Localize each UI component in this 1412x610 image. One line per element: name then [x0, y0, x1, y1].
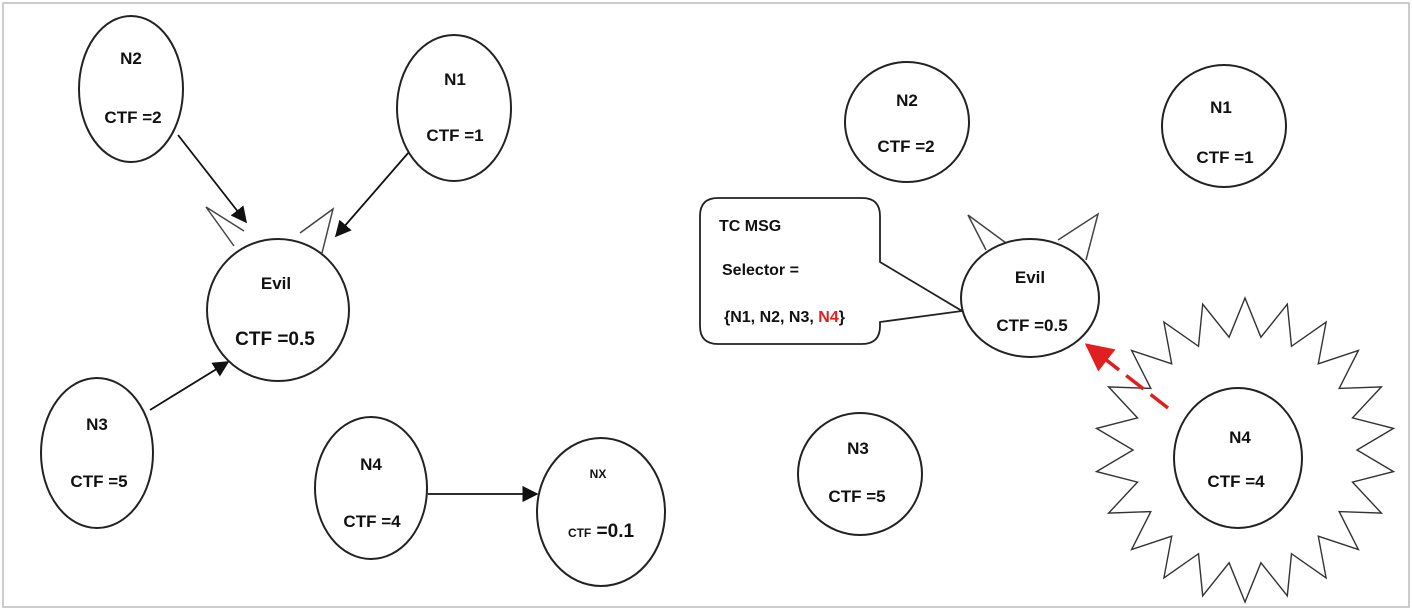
evil-left-horn [205, 206, 245, 247]
callout-title: TC MSG [719, 218, 781, 235]
node-name: N2 [120, 49, 142, 68]
node-circle [396, 34, 512, 182]
node-circle [78, 15, 184, 163]
node-name: Evil [261, 274, 291, 293]
selector-suffix: } [839, 309, 845, 326]
left-panel: N2 CTF =2 N1 CTF =1 Evil CTF =0.5 N3 CTF… [40, 15, 666, 587]
node-ctf: CTF =5 [828, 487, 885, 506]
node-nx-left: NX CTF =0.1 [536, 437, 666, 587]
callout-selector-set: {N1, N2, N3, N4} [724, 309, 845, 326]
edge-n3-to-evil [149, 361, 230, 411]
tc-msg-callout: TC MSG Selector = {N1, N2, N3, N4} [699, 197, 965, 345]
ctf-prefix: CTF [568, 526, 591, 540]
node-circle [797, 412, 923, 536]
node-circle [1173, 387, 1303, 529]
node-ctf: CTF =0.1 [568, 521, 635, 542]
node-ctf: CTF =0.5 [235, 329, 315, 350]
edge-n4-to-evil-dashed [1084, 343, 1170, 410]
evil-left-horn [967, 214, 1007, 251]
node-ctf: CTF =1 [1196, 148, 1253, 167]
node-circle [40, 377, 154, 529]
node-name: N3 [86, 415, 108, 434]
callout-selector-label: Selector = [722, 262, 799, 279]
node-evil-left: Evil CTF =0.5 [205, 206, 350, 382]
node-n3-left: N3 CTF =5 [40, 377, 154, 529]
node-n3-right: N3 CTF =5 [797, 412, 923, 536]
node-n2-right: N2 CTF =2 [844, 61, 970, 183]
node-name: N4 [1229, 428, 1251, 447]
evil-right-horn [1057, 212, 1100, 261]
node-name: N4 [360, 455, 382, 474]
edge-n2-to-evil [177, 134, 247, 224]
node-circle [960, 238, 1100, 358]
node-n2-left: N2 CTF =2 [78, 15, 184, 163]
node-circle [844, 61, 970, 183]
right-panel: N2 CTF =2 N1 CTF =1 TC MSG Selector = {N… [699, 61, 1396, 604]
node-n4-right: N4 CTF =4 [1094, 296, 1396, 604]
node-name: NX [590, 467, 607, 481]
node-ctf: CTF =1 [426, 126, 483, 145]
node-circle [1161, 64, 1287, 188]
node-evil-right: Evil CTF =0.5 [960, 212, 1100, 358]
node-name: Evil [1015, 268, 1045, 287]
node-n1-right: N1 CTF =1 [1161, 64, 1287, 188]
node-n1-left: N1 CTF =1 [396, 34, 512, 182]
node-circle [314, 416, 428, 560]
node-name: N1 [1210, 98, 1232, 117]
selector-prefix: {N1, N2, N3, [724, 309, 818, 326]
node-ctf: CTF =4 [1207, 472, 1265, 491]
node-name: N2 [896, 91, 918, 110]
edge-n1-to-evil [334, 151, 410, 238]
node-name: N3 [847, 439, 869, 458]
node-ctf: CTF =2 [877, 137, 934, 156]
selector-highlight: N4 [818, 309, 839, 326]
node-ctf: CTF =4 [343, 512, 401, 531]
node-ctf: CTF =2 [104, 108, 161, 127]
node-n4-left: N4 CTF =4 [314, 416, 428, 560]
node-circle [536, 437, 666, 587]
node-ctf: CTF =5 [70, 472, 127, 491]
node-ctf: CTF =0.5 [996, 316, 1067, 335]
ctf-value: =0.1 [591, 521, 634, 542]
node-name: N1 [444, 70, 466, 89]
evil-right-horn [299, 207, 335, 254]
node-circle [206, 238, 350, 382]
callout-bubble [699, 197, 965, 345]
